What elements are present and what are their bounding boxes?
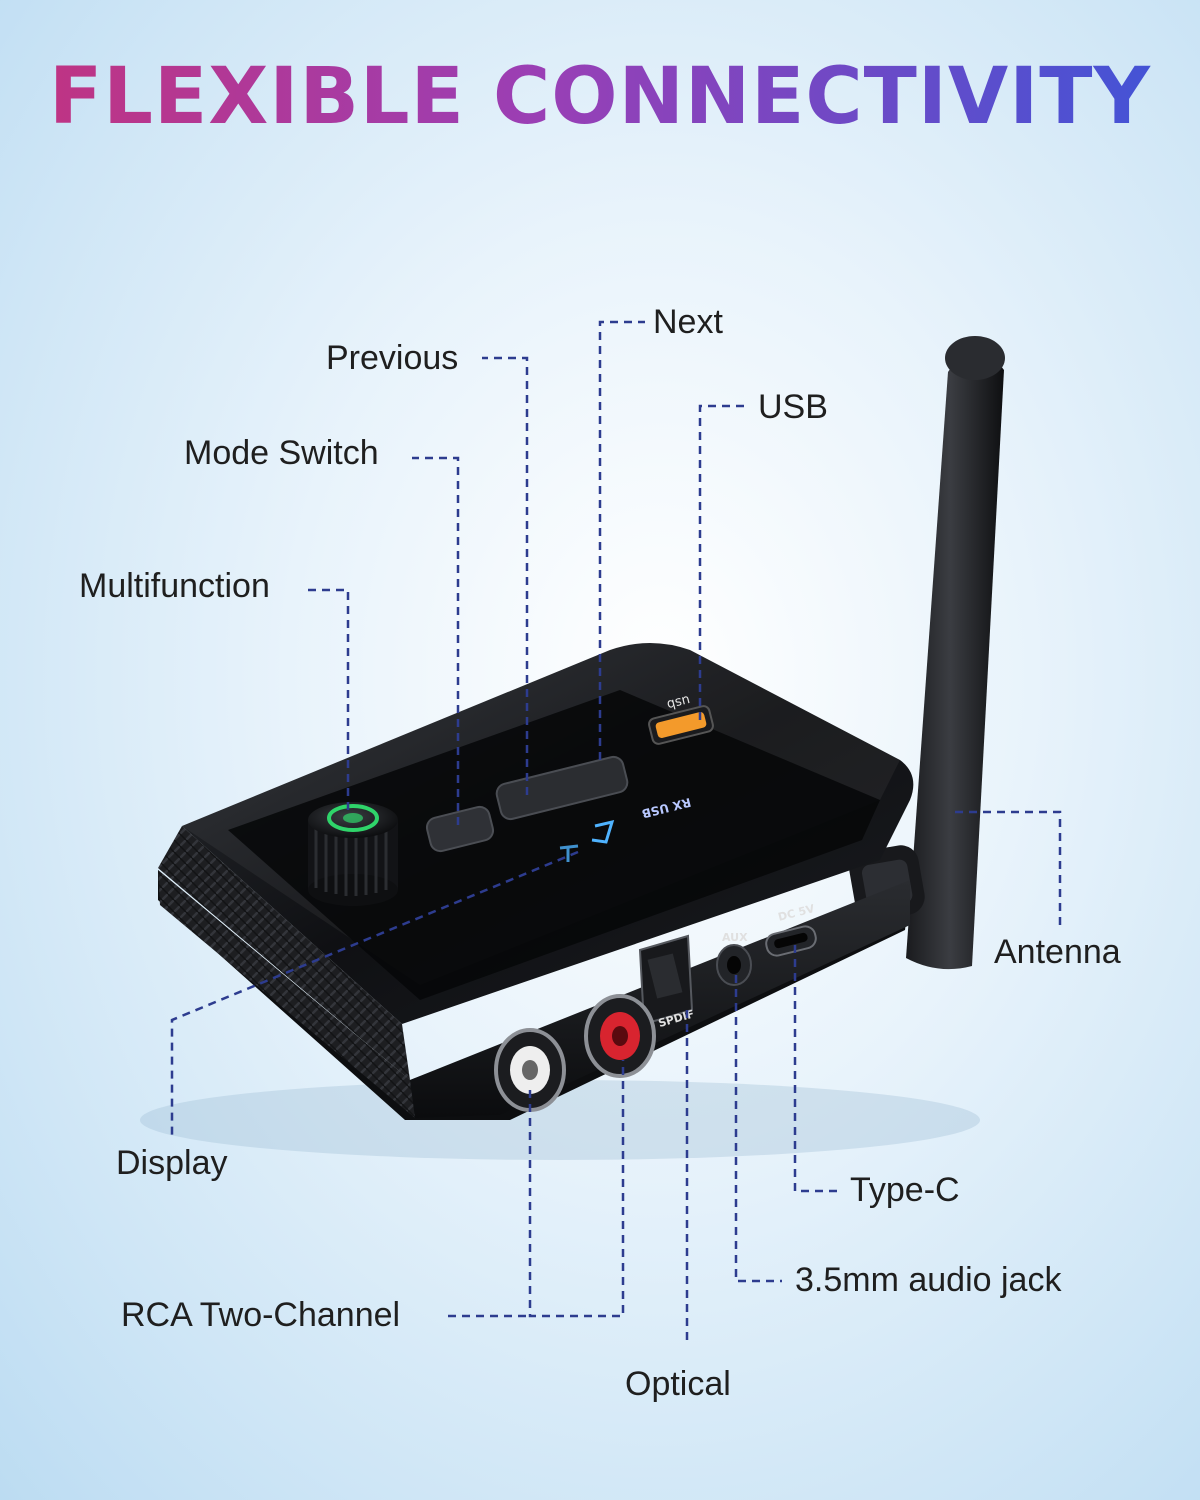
leader-lines bbox=[170, 320, 1062, 1340]
label-previous: Previous bbox=[326, 339, 459, 377]
label-usb: USB bbox=[758, 388, 828, 426]
antenna bbox=[849, 336, 1005, 970]
rca-right-jack bbox=[584, 994, 656, 1078]
label-multifunction: Multifunction bbox=[79, 567, 270, 605]
rca-left-jack bbox=[494, 1028, 566, 1112]
multifunction-knob bbox=[308, 802, 398, 906]
label-optical: Optical bbox=[625, 1365, 731, 1403]
leader-audio-jack bbox=[734, 975, 782, 1283]
leader-display bbox=[170, 850, 579, 1140]
leader-mode-switch bbox=[412, 456, 460, 825]
mode-switch-button bbox=[425, 805, 495, 853]
page-title: FLEXIBLE CONNECTIVITY bbox=[0, 52, 1200, 142]
usb-port: usb bbox=[648, 692, 714, 745]
leader-antenna bbox=[955, 810, 1062, 928]
leader-multifunction bbox=[305, 588, 350, 810]
next-previous-rocker bbox=[495, 755, 629, 821]
device-shadow bbox=[140, 1080, 980, 1160]
label-rca: RCA Two-Channel bbox=[121, 1296, 401, 1334]
leader-usb bbox=[698, 404, 745, 720]
label-display: Display bbox=[116, 1144, 228, 1182]
leader-type-c bbox=[793, 945, 838, 1193]
label-audio-jack: 3.5mm audio jack bbox=[795, 1261, 1062, 1299]
aux-marking: AUX bbox=[722, 931, 748, 944]
usb-port-marking: usb bbox=[665, 692, 691, 712]
led-display bbox=[559, 819, 615, 862]
aux-jack: AUX bbox=[716, 931, 752, 986]
label-antenna: Antenna bbox=[994, 933, 1121, 971]
leader-rca bbox=[528, 1060, 625, 1318]
label-type-c: Type-C bbox=[850, 1171, 960, 1209]
leader-previous bbox=[482, 356, 529, 795]
label-mode-switch: Mode Switch bbox=[184, 434, 379, 472]
label-next: Next bbox=[653, 303, 723, 341]
carbon-side-panel bbox=[158, 870, 415, 1118]
leader-next bbox=[598, 320, 645, 760]
